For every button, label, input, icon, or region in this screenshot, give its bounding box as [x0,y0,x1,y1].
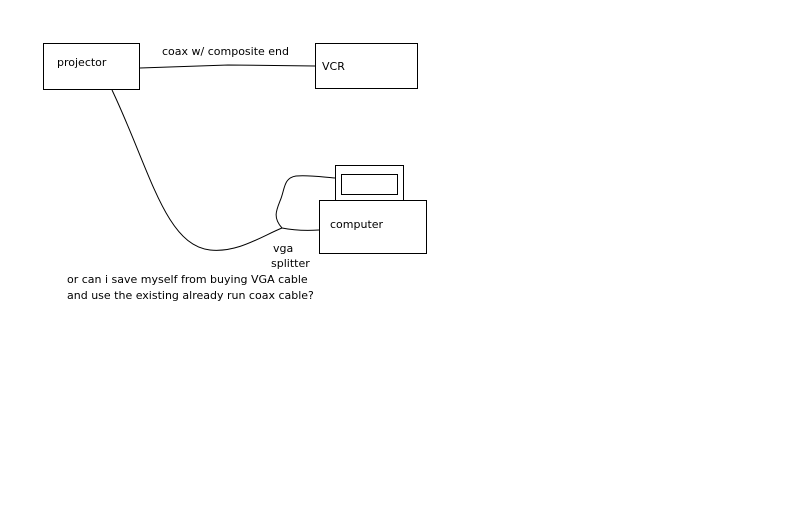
vga-splitter-label-line1: vga [273,242,294,255]
question-note-line1: or can i save myself from buying VGA cab… [67,273,308,286]
coax-cable-line [139,64,316,69]
coax-cable-label: coax w/ composite end [162,45,290,58]
vcr-label: VCR [322,60,345,73]
splitter-computer-cable-line [281,227,320,231]
projector-vga-cable-line [111,89,283,251]
vcr-box [315,43,418,89]
computer-label: computer [330,218,384,231]
projector-box [43,43,140,90]
vga-splitter-label-line2: splitter [271,257,310,270]
monitor-screen [341,174,398,195]
monitor-box [335,165,404,201]
question-note-line2: and use the existing already run coax ca… [67,289,314,302]
projector-label: projector [57,56,107,69]
splitter-monitor-cable-line [275,175,336,229]
